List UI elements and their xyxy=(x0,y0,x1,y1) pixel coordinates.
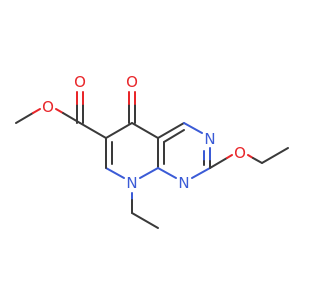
bond-n1-c8a xyxy=(157,167,177,179)
bond-methyl-o xyxy=(15,112,34,124)
bond-c2-o-red xyxy=(226,154,233,159)
bond-c4-n3 xyxy=(183,122,203,134)
bond-c4a-c4 xyxy=(157,122,185,139)
molecule-structure: O O O N N N O xyxy=(15,73,289,229)
atom-n-ring-bottom: N xyxy=(178,174,189,192)
bond-methyl-o-red xyxy=(32,108,41,114)
atom-o-ester-single: O xyxy=(42,98,54,116)
bonds xyxy=(15,91,289,229)
bond-ester-ring xyxy=(79,122,107,139)
atom-o-ketone: O xyxy=(126,73,138,91)
bond-o-ch2 xyxy=(252,157,263,164)
bond-c8a-n8 xyxy=(139,167,159,179)
atom-labels: O O O N N N O xyxy=(42,73,246,192)
bond-c2-o xyxy=(209,157,228,169)
bond-c5-c4a xyxy=(131,122,159,139)
bond-c4a-c4-inner xyxy=(163,129,185,143)
atom-o-ester-double: O xyxy=(74,73,86,91)
bond-c6-c5 xyxy=(105,122,133,139)
bond-ethyl-ch2-ch3 xyxy=(131,212,159,229)
bond-o-carbonyl-red xyxy=(55,108,64,114)
bond-c2-n1 xyxy=(191,167,211,179)
atom-o-ether: O xyxy=(234,144,246,162)
bond-n8-c7 xyxy=(105,167,125,179)
atom-n-ring-top: N xyxy=(204,130,215,148)
bond-ch2-ch3 xyxy=(261,147,289,164)
atom-n-ring-ethyl: N xyxy=(126,174,137,192)
